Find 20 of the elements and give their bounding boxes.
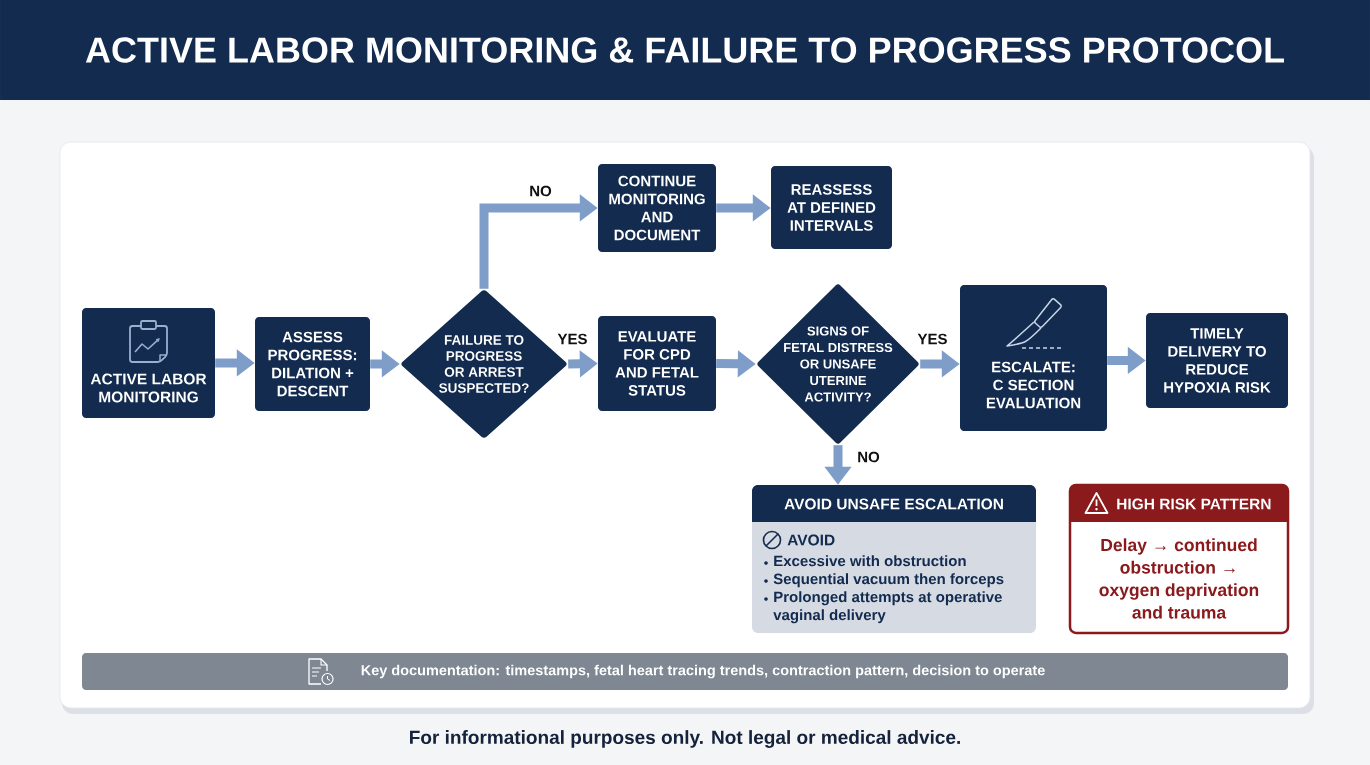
edge-label: NO — [527, 184, 554, 198]
process-box: ESCALATE: C SECTION EVALUATION — [960, 285, 1107, 431]
list-item: Sequential vacuum then forceps — [773, 573, 1004, 588]
panel-header: AVOID UNSAFE ESCALATION — [752, 485, 1036, 522]
process-box: CONTINUE MONITORING AND DOCUMENT — [598, 164, 716, 252]
process-box: ACTIVE LABOR MONITORING — [82, 308, 215, 418]
list-item: Excessive with obstruction — [774, 555, 966, 567]
title-banner: ACTIVE LABOR MONITORING & FAILURE TO PROGRESS PROTOCOL — [0, 0, 1370, 100]
process-box: EVALUATE FOR CPD AND FETAL STATUS — [598, 316, 716, 411]
footer-note: For informational purposes only. Not legal or medical advice. — [410, 730, 960, 748]
process-box: REASSESS AT DEFINED INTERVALS — [771, 166, 892, 249]
panel-header: HIGH RISK PATTERN — [1070, 485, 1288, 522]
alert-text: Delay → continued obstruction → oxygen deprivation and trauma — [1099, 538, 1259, 619]
edge-label: NO — [855, 450, 882, 464]
list-item: Prolonged attempts at operative vaginal delivery — [773, 591, 1002, 624]
documentation-bar: Key documentation: timestamps, fetal heart tracing trends, contraction pattern, decision to operate — [82, 653, 1288, 690]
process-box: ASSESS PROGRESS: DILATION + DESCENT — [255, 317, 370, 411]
edge-label: YES — [916, 332, 949, 346]
subheading: AVOID — [787, 534, 835, 546]
process-box: TIMELY DELIVERY TO REDUCE HYPOXIA RISK — [1146, 313, 1288, 408]
